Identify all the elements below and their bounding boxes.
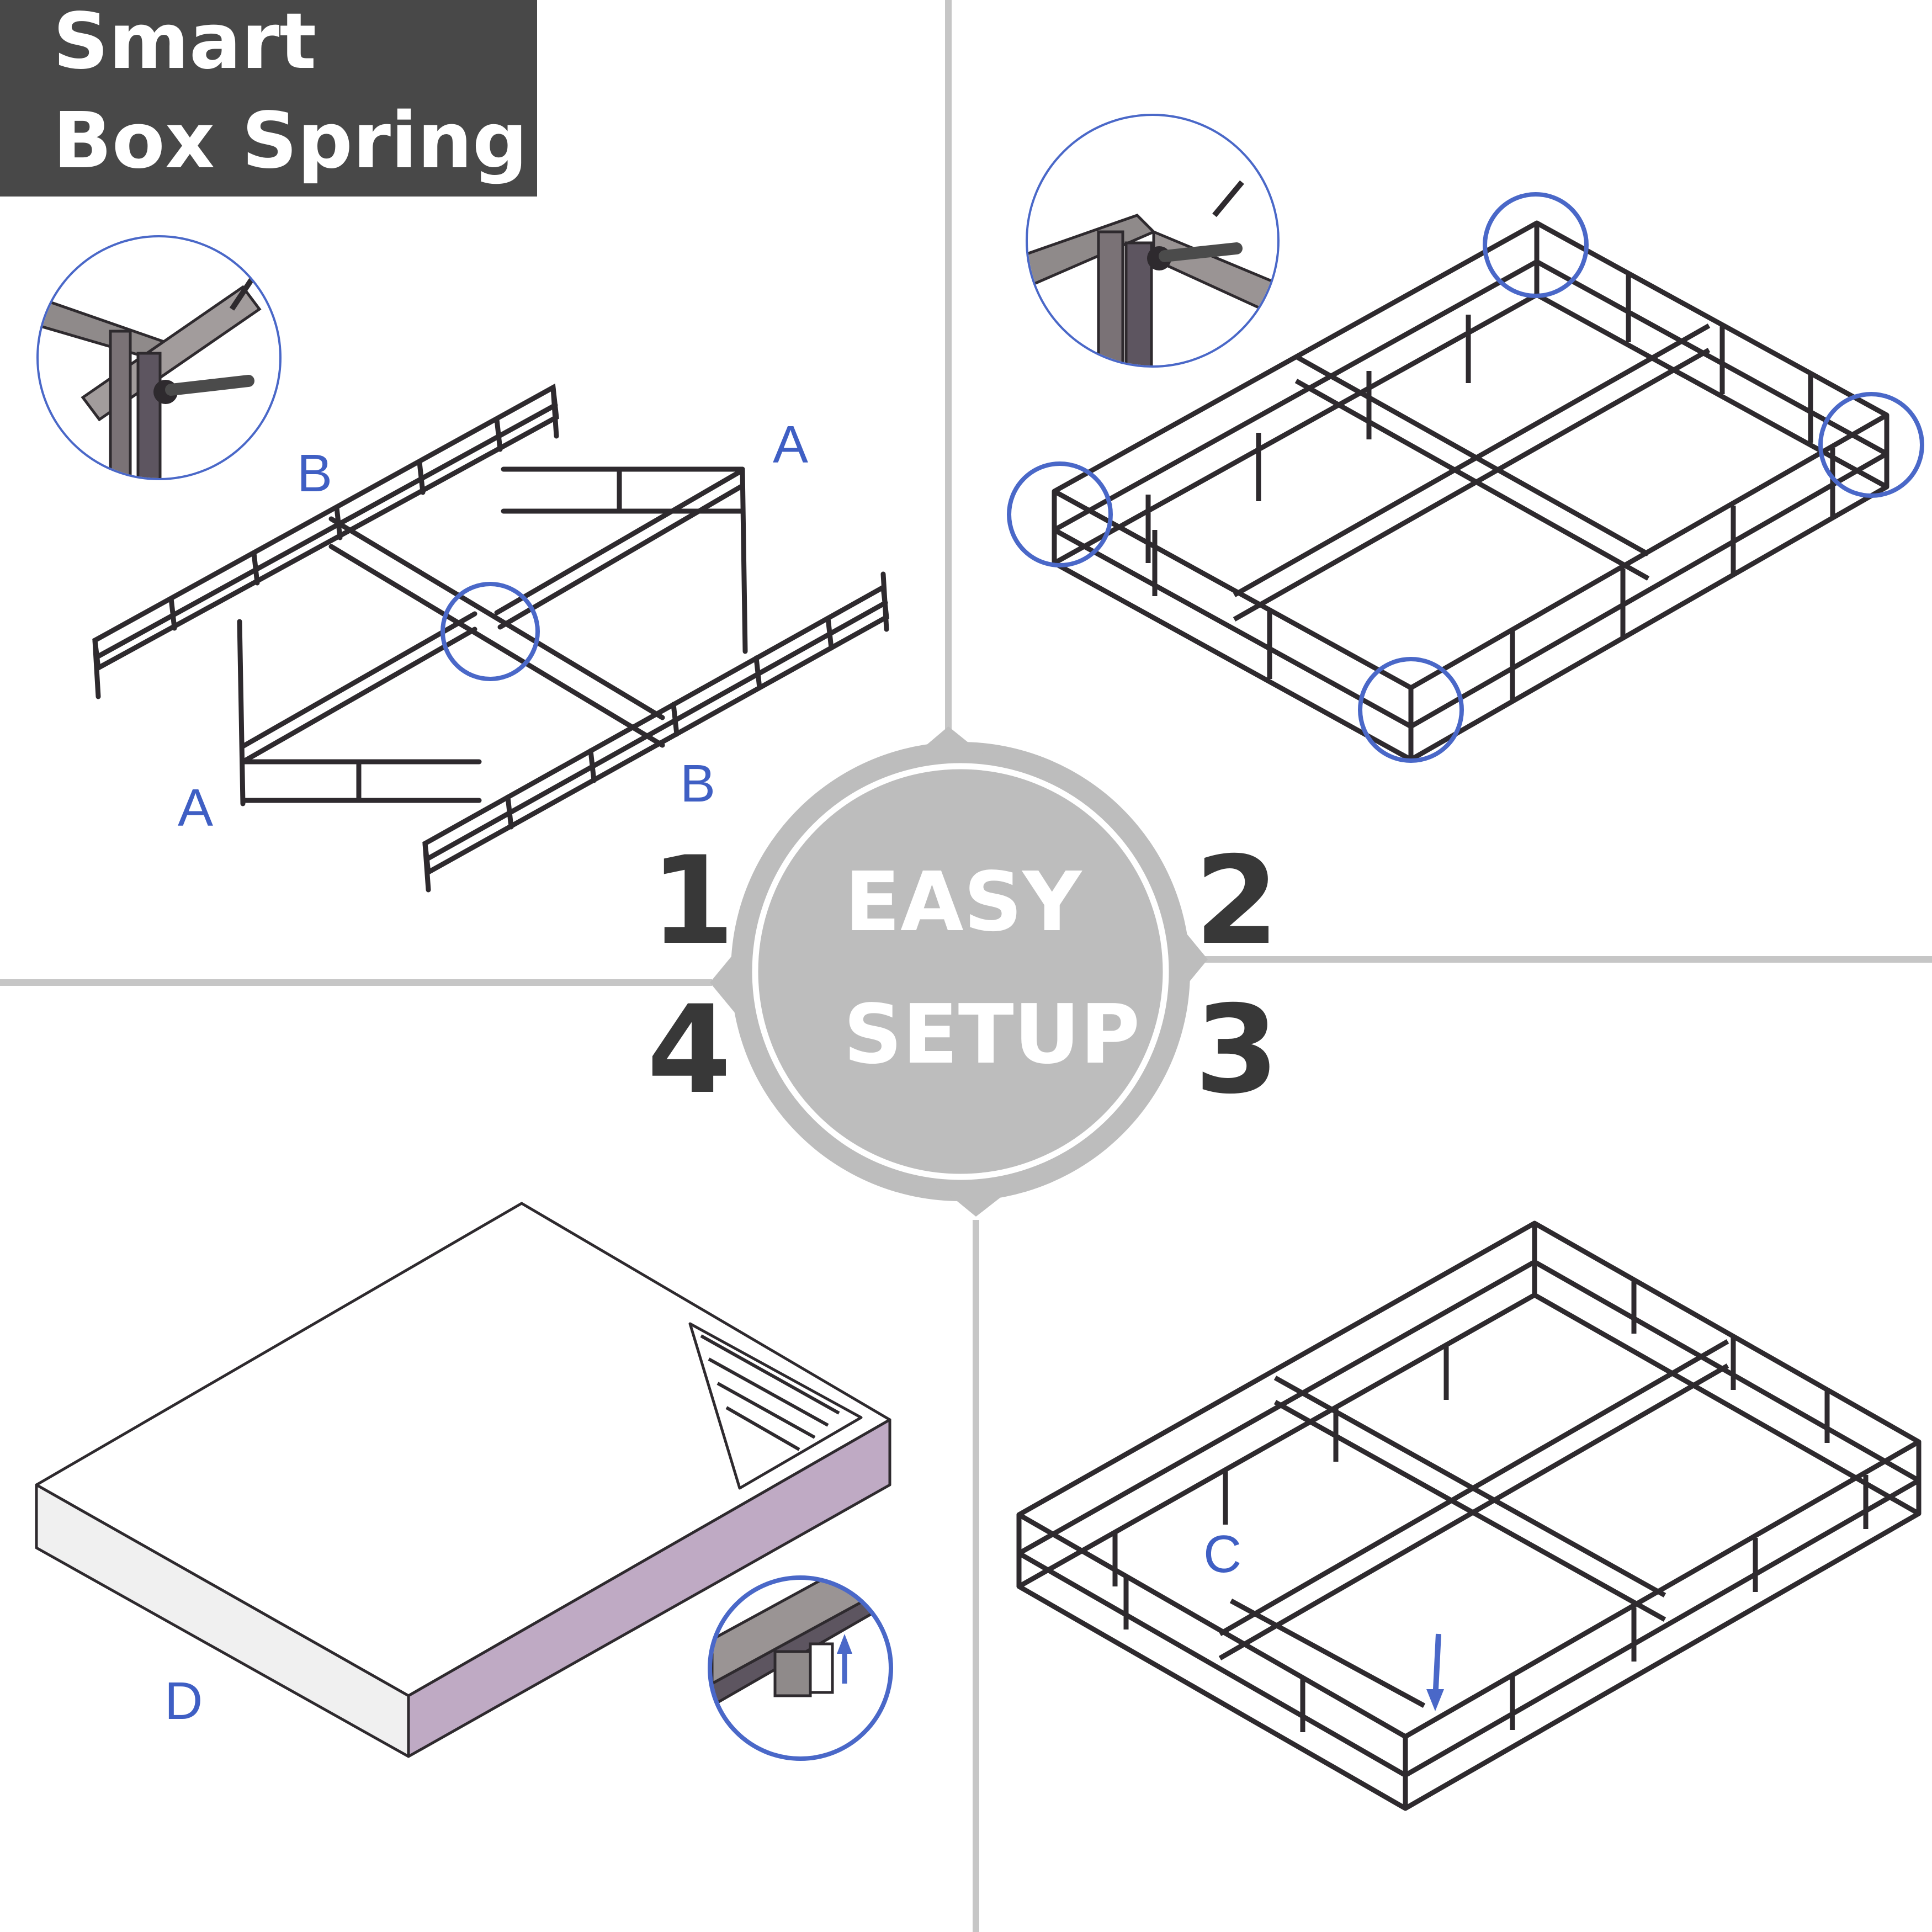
step1-zoom-detail bbox=[39, 237, 279, 478]
arrow-up-icon bbox=[837, 1634, 852, 1684]
arrow-down-icon bbox=[1426, 1633, 1444, 1711]
step-number-2: 2 bbox=[1195, 830, 1280, 972]
easy-setup-hub bbox=[710, 726, 1208, 1217]
label-b-bottom: B bbox=[680, 754, 716, 813]
step2-zoom-detail bbox=[1028, 116, 1277, 365]
step2-assembled-frame bbox=[1052, 220, 1889, 762]
title-line-2: Box Spring bbox=[53, 96, 528, 186]
label-d: D bbox=[164, 1671, 203, 1731]
label-c: C bbox=[1203, 1525, 1242, 1584]
hub-text-easy: EASY bbox=[845, 854, 1082, 949]
step4-covered-box-spring bbox=[35, 1202, 891, 1758]
step1-exploded-frame bbox=[92, 383, 889, 893]
step3-frame-with-support bbox=[1016, 1220, 1922, 1811]
step4-zoom-highlight bbox=[708, 1575, 893, 1761]
title-line-1: Smart bbox=[53, 0, 317, 87]
step-number-3: 3 bbox=[1195, 979, 1280, 1121]
step-number-1: 1 bbox=[650, 830, 735, 972]
label-a-top: A bbox=[773, 415, 809, 474]
label-b-top: B bbox=[297, 444, 333, 503]
title-banner: Smart Box Spring bbox=[0, 0, 537, 197]
hub-text-setup: SETUP bbox=[843, 987, 1140, 1082]
label-a-bottom: A bbox=[178, 778, 214, 837]
step-number-4: 4 bbox=[647, 979, 732, 1121]
